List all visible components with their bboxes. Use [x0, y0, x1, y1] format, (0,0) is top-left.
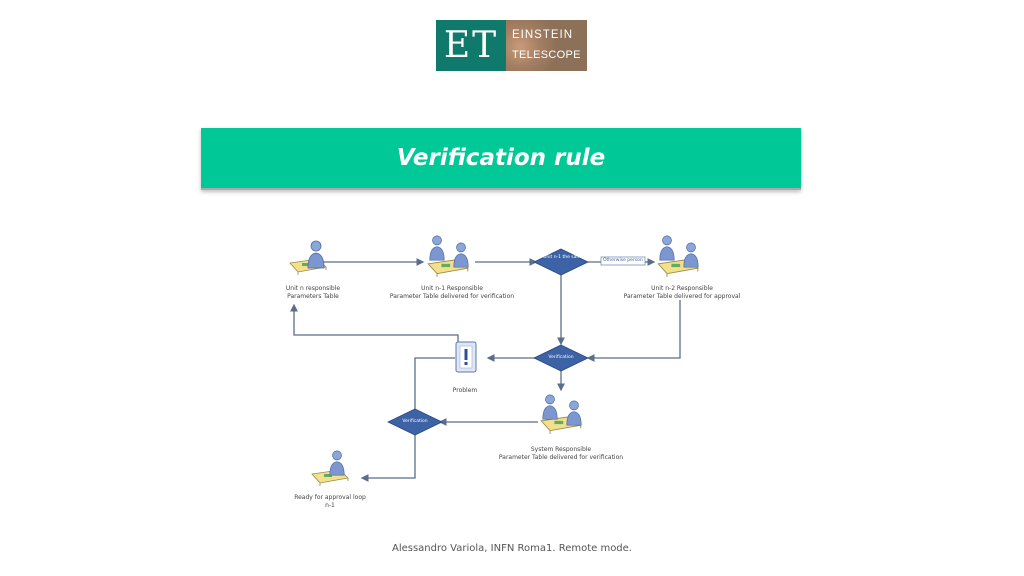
decision-middle-label: Verification — [548, 355, 574, 360]
einstein-telescope-logo: ET EINSTEIN TELESCOPE — [436, 20, 587, 71]
unit-n-label: Unit n responsible Parameters Table — [260, 285, 366, 301]
unit-n1-label: Unit n-1 Responsible Parameter Table del… — [380, 285, 524, 301]
otherwise-label: Otherwise person — [603, 258, 643, 263]
unit-n1-label-line1: Unit n-1 Responsible — [421, 285, 483, 292]
problem-icon — [455, 341, 477, 373]
unit-n-label-line1: Unit n responsible — [285, 285, 341, 292]
edge-problem-to-unitn — [290, 303, 459, 345]
system-label-line2: Parameter Table delivered for verificati… — [498, 454, 624, 461]
ready-label-line1: Ready for approval loop — [294, 494, 366, 501]
verification-flow-diagram: Is Unit n-1 the same person Verification… — [270, 222, 770, 518]
system-responsible-figure — [540, 394, 582, 434]
unit-n2-label: Unit n-2 Responsible Parameter Table del… — [610, 285, 754, 301]
decision-left-label: Verification — [402, 419, 428, 424]
title-banner: Verification rule — [201, 128, 801, 190]
problem-label-line1: Problem — [452, 387, 478, 394]
decision-top-label: Is Unit n-1 the same person — [538, 255, 601, 260]
unit-n-label-line2: Parameters Table — [287, 293, 339, 300]
ready-figure — [311, 450, 349, 486]
logo-line-einstein: EINSTEIN — [512, 29, 574, 41]
unit-n2-label-line2: Parameter Table delivered for approval — [623, 293, 741, 300]
system-label-line1: System Responsible — [530, 446, 592, 453]
problem-label: Problem — [440, 387, 490, 395]
logo-wordmark: EINSTEIN TELESCOPE — [506, 20, 587, 71]
edge-left-decision-to-ready — [360, 434, 416, 482]
logo-line-telescope: TELESCOPE — [512, 49, 581, 61]
unit-n1-figure — [427, 235, 469, 277]
footer-credit: Alessandro Variola, INFN Roma1. Remote m… — [391, 543, 632, 554]
decision-top — [533, 248, 589, 276]
otherwise-box — [600, 256, 646, 266]
ready-label: Ready for approval loop n-1 — [282, 494, 378, 510]
edge-left-decision-to-problem — [414, 357, 455, 410]
flow-diagram-canvas — [289, 235, 699, 486]
decision-middle — [533, 344, 589, 372]
logo-et-mark: ET — [436, 20, 506, 71]
ready-label-line2: n-1 — [325, 502, 335, 509]
page-title: Verification rule — [396, 145, 606, 171]
unit-n-figure — [289, 240, 327, 275]
unit-n2-figure — [657, 235, 699, 277]
unit-n1-label-line2: Parameter Table delivered for verificati… — [389, 293, 515, 300]
unit-n2-label-line1: Unit n-2 Responsible — [651, 285, 713, 292]
edge-unitn2-to-middle-decision — [586, 300, 681, 362]
decision-left — [387, 408, 443, 436]
system-label: System Responsible Parameter Table deliv… — [488, 446, 634, 462]
